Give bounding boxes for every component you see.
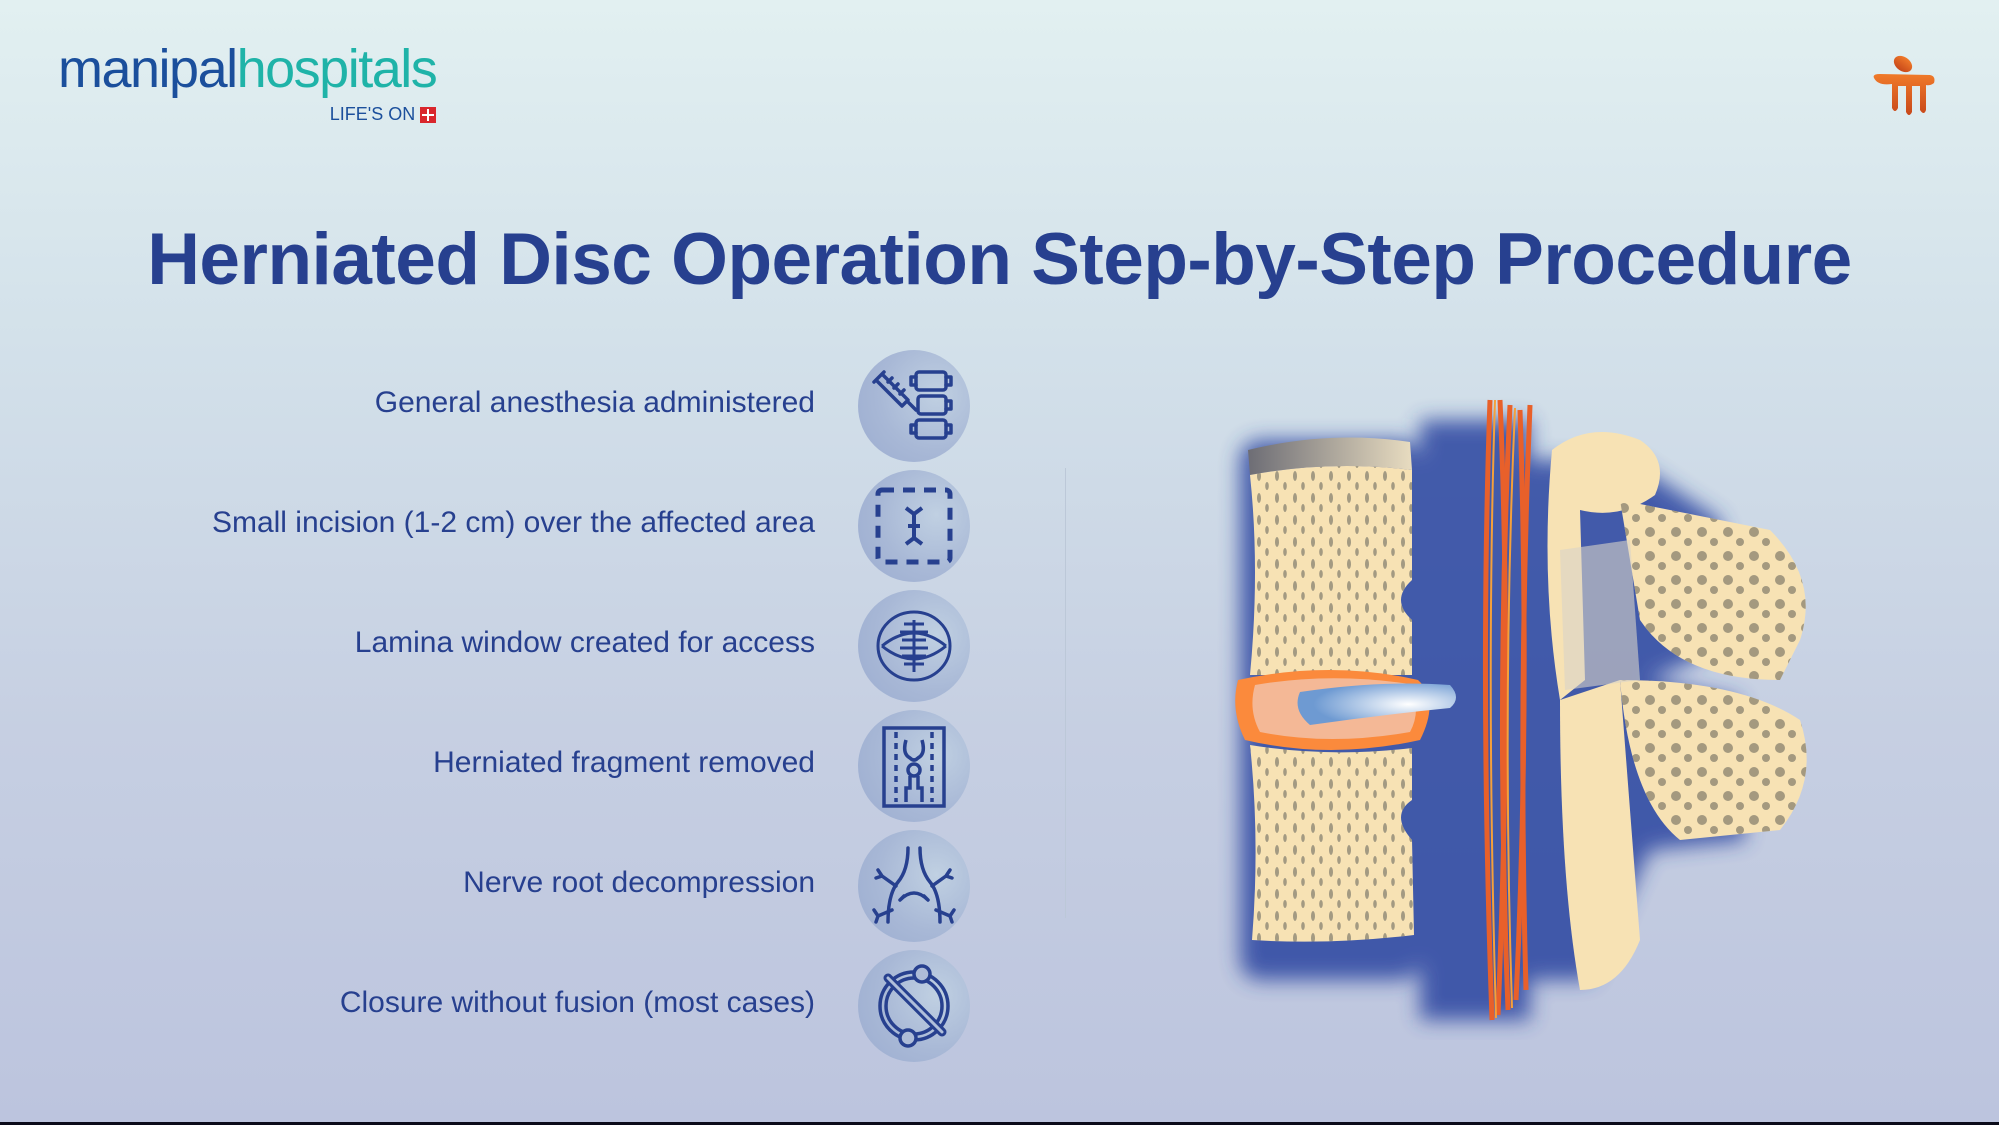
tagline-text: LIFE'S ON: [329, 104, 416, 124]
page-title: Herniated Disc Operation Step-by-Step Pr…: [147, 219, 1852, 300]
spine-window-icon: [858, 590, 970, 702]
step-label: General anesthesia administered: [374, 386, 815, 419]
medical-cross-icon: [420, 106, 437, 123]
step-label: Herniated fragment removed: [433, 746, 815, 779]
step-label: Closure without fusion (most cases): [339, 986, 815, 1019]
spine-illustration: [1235, 399, 1807, 1021]
logo-tagline: LIFE'S ON: [329, 104, 437, 125]
step-2: Small incision (1-2 cm) over the affecte…: [0, 468, 980, 582]
logo-wordmark: manipalhospitals: [58, 39, 438, 99]
step-4: Herniated fragment removed: [0, 708, 980, 822]
bottom-border: [0, 1122, 1999, 1125]
step-5: Nerve root decompression: [0, 828, 980, 942]
step-label: Nerve root decompression: [463, 866, 815, 899]
syringe-spine-icon: [858, 350, 970, 462]
step-1: General anesthesia administered: [0, 348, 980, 462]
step-label: Small incision (1-2 cm) over the affecte…: [211, 506, 815, 539]
manipal-logo: manipalhospitals LIFE'S ON: [58, 39, 438, 124]
fragment-removal-icon: [858, 710, 970, 822]
step-3: Lamina window created for access: [0, 588, 980, 702]
no-fusion-icon: [858, 950, 970, 1062]
brand-mark-icon: [1873, 55, 1935, 115]
nerve-root-icon: [858, 830, 970, 942]
step-label: Lamina window created for access: [354, 626, 815, 659]
incision-area-icon: [858, 470, 970, 582]
logo-part-hospitals: hospitals: [236, 39, 438, 99]
section-divider: [1065, 468, 1066, 918]
step-6: Closure without fusion (most cases): [0, 948, 980, 1062]
logo-part-manipal: manipal: [58, 39, 238, 99]
